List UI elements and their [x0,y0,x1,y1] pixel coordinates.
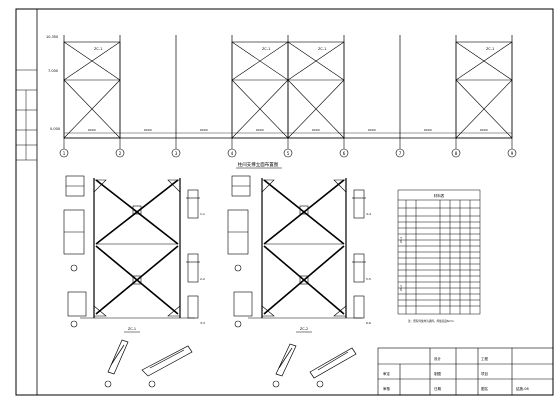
elevation-label-mid: 7.000 [48,69,58,73]
brace-mark: ZC-1 [94,47,102,51]
end-connection-details [107,339,357,379]
brace-mark: ZC-1 [262,47,270,51]
svg-text:6000: 6000 [144,128,152,132]
material-table-group-a: ZC-1 [399,237,403,243]
svg-text:6000: 6000 [200,128,208,132]
detail-zc2-labels: ZC-2 4-4 5-5 6-6 [300,212,371,331]
svg-text:9: 9 [511,151,514,156]
braced-bays [63,41,513,139]
drawing-title: 柱间支撑立面布置图 [238,161,279,168]
svg-text:6000: 6000 [88,128,96,132]
svg-text:审核: 审核 [383,386,391,391]
material-table-title: 材料表 [434,193,445,198]
svg-text:4: 4 [231,151,234,156]
title-block-cells: 审定 审核 设计 制图 日期 工程 项目 图名 [383,356,489,391]
end-detail-markers [70,264,324,388]
svg-text:5-5: 5-5 [366,277,371,281]
sheet-border [15,8,554,396]
svg-text:6000: 6000 [312,128,320,132]
svg-text:1-1: 1-1 [200,212,205,216]
detail-zc1 [63,175,200,319]
svg-text:工程: 工程 [481,356,489,361]
svg-text:审定: 审定 [383,371,391,376]
svg-text:日期: 日期 [434,386,442,391]
title-block [377,347,554,396]
svg-text:8: 8 [455,151,458,156]
drawing-number: 结施-08 [516,386,529,391]
svg-text:6000: 6000 [368,128,376,132]
svg-text:图名: 图名 [481,386,488,391]
svg-text:制图: 制图 [434,371,442,376]
elevation-label-ground: 0.000 [50,127,60,131]
svg-text:6000: 6000 [256,128,264,132]
brace-mark: ZC-1 [318,47,326,51]
detail-zc2 [227,175,366,319]
detail-zc1-labels: ZC-1 1-1 2-2 3-3 [128,212,205,331]
svg-text:6000: 6000 [424,128,432,132]
brace-mark: ZC-1 [486,47,494,51]
svg-text:7: 7 [399,151,402,156]
material-table [397,189,481,315]
svg-text:1: 1 [63,151,66,156]
svg-text:3: 3 [175,151,178,156]
binding-strip-grid [16,69,37,161]
svg-text:6000: 6000 [480,128,488,132]
svg-text:2: 2 [119,151,122,156]
material-table-group-b: ZC-2 [399,285,403,291]
material-table-footnote: 注：所有焊缝均为满焊，焊缝高度6mm [408,319,454,323]
svg-text:6-6: 6-6 [366,321,371,325]
svg-text:4-4: 4-4 [366,212,371,216]
svg-text:ZC-1: ZC-1 [128,327,136,331]
svg-text:5: 5 [287,151,290,156]
bay-dimensions: 6000 6000 6000 6000 6000 6000 6000 6000 [88,128,488,132]
axis-bubbles [59,138,517,158]
elevation-label-top: 10.350 [46,35,58,39]
axis-labels: 1 2 3 4 5 6 7 8 9 [63,151,514,156]
svg-text:3-3: 3-3 [200,321,205,325]
svg-text:6: 6 [343,151,346,156]
svg-text:ZC-2: ZC-2 [300,327,308,331]
svg-text:项目: 项目 [481,371,488,376]
svg-text:设计: 设计 [434,356,442,361]
svg-text:2-2: 2-2 [200,277,205,281]
